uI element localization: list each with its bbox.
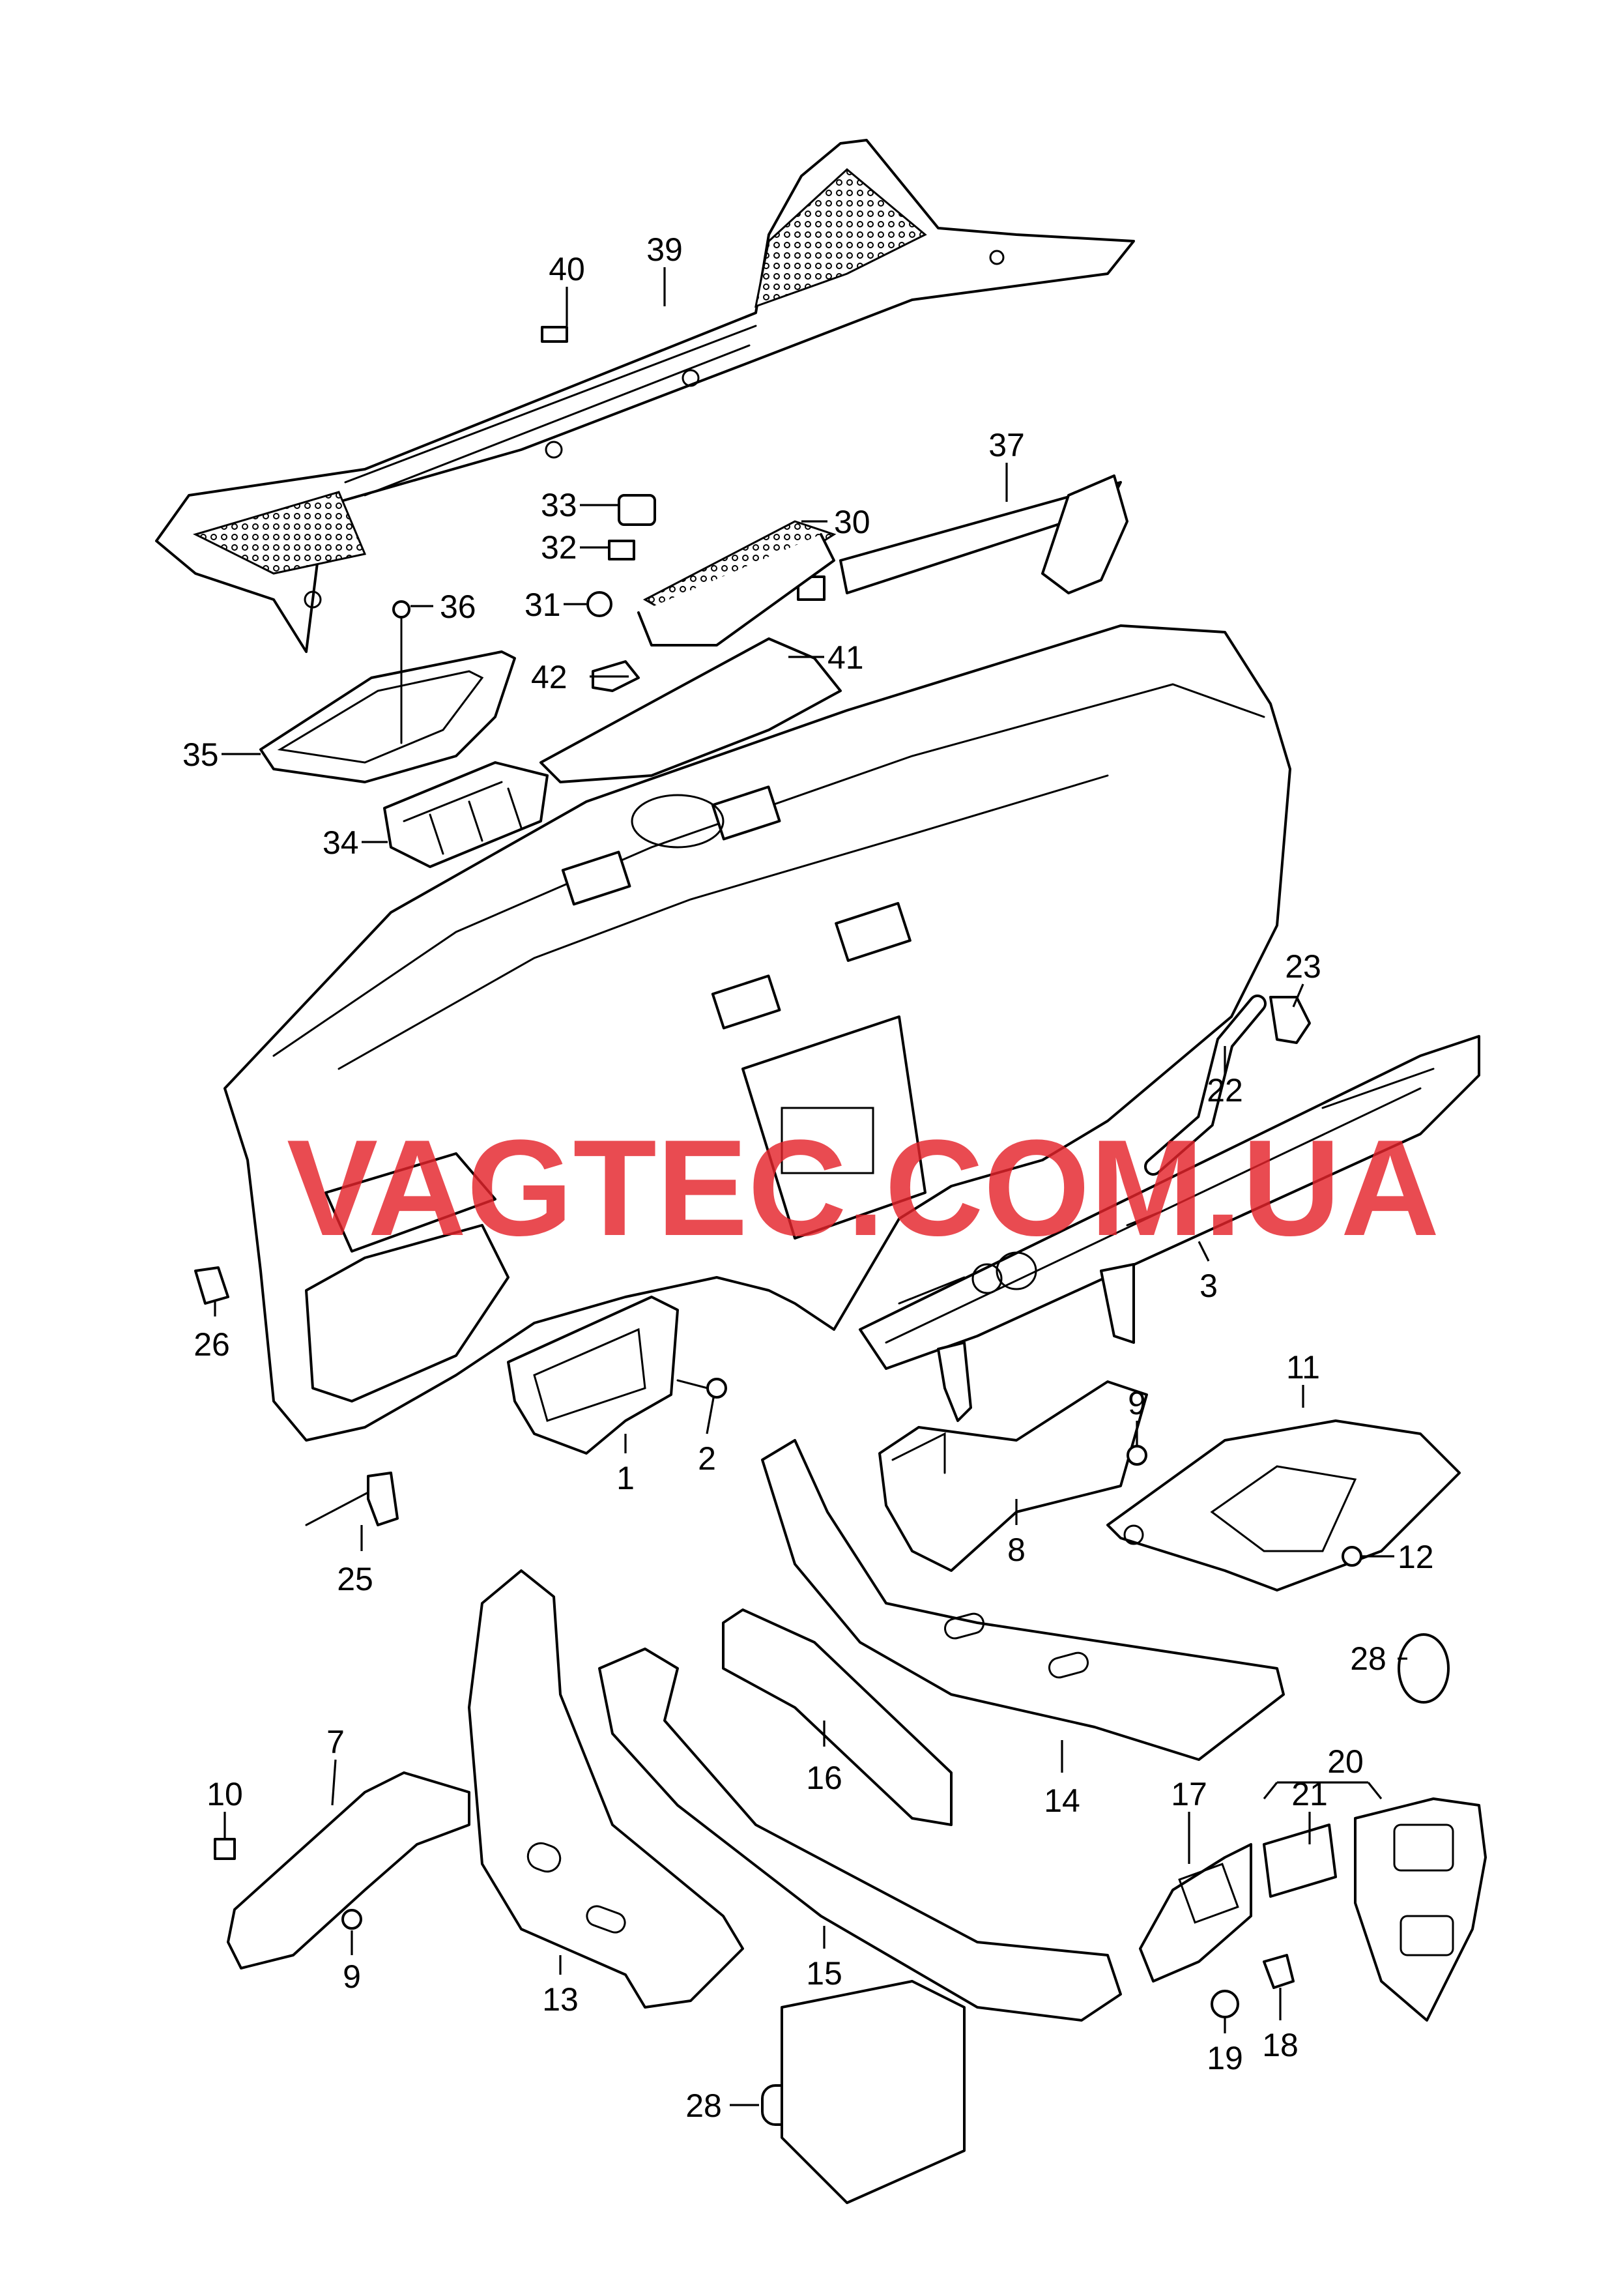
tray-11-part <box>1106 1419 1461 1591</box>
callout-11: 11 <box>1286 1349 1320 1386</box>
air-duct-13-part <box>468 1569 744 2009</box>
nut-31-part <box>586 591 612 617</box>
tunnel-lower-part <box>781 1980 966 2204</box>
callout-36: 36 <box>440 589 476 625</box>
callout-41: 41 <box>827 639 864 676</box>
trim-strip-37-part <box>797 474 1128 601</box>
air-duct-15-part <box>598 1648 1122 2022</box>
callout-3: 3 <box>1199 1268 1218 1304</box>
air-duct-16-part <box>722 1608 953 1826</box>
screw-9a-part <box>1127 1445 1147 1466</box>
callout-10: 10 <box>207 1776 243 1812</box>
callout-28a: 28 <box>1350 1640 1386 1677</box>
callout-40: 40 <box>549 251 585 287</box>
clip-26-part <box>194 1266 229 1305</box>
callout-20: 20 <box>1327 1743 1364 1780</box>
fastener-19-part <box>1211 1990 1239 2018</box>
callout-31: 31 <box>524 587 561 623</box>
fastener-18-part <box>1263 1954 1295 1989</box>
callout-32: 32 <box>541 529 577 566</box>
callout-23: 23 <box>1285 948 1321 985</box>
callout-14: 14 <box>1044 1782 1080 1819</box>
clip-10-part <box>214 1838 236 1860</box>
callout-12: 12 <box>1398 1539 1434 1575</box>
dashboard-panel-part <box>223 624 1291 1442</box>
callout-9a: 9 <box>1128 1385 1146 1421</box>
cover-41-part <box>539 637 842 783</box>
callout-22: 22 <box>1207 1072 1243 1109</box>
callout-33: 33 <box>541 487 577 523</box>
callout-7: 7 <box>326 1724 345 1760</box>
callout-8: 8 <box>1007 1532 1026 1568</box>
plenum-panel-cover-part <box>155 139 1135 653</box>
leader-lines <box>214 267 1407 2106</box>
callout-34: 34 <box>323 824 359 861</box>
air-duct-14-part <box>761 1439 1285 1761</box>
callout-35: 35 <box>182 736 219 773</box>
callout-13: 13 <box>542 1981 579 2018</box>
rear-vent-21-part <box>1263 1824 1337 1898</box>
watermark-text: VAGTEC.COM.UA <box>287 1111 1439 1264</box>
rear-bezel-20-part <box>1354 1797 1487 2022</box>
callout-17: 17 <box>1171 1776 1207 1812</box>
callout-16: 16 <box>806 1760 842 1796</box>
hose-22-part <box>1144 995 1267 1176</box>
vent-34-part <box>383 761 549 868</box>
clip-33-part <box>618 494 656 526</box>
screw-2-part <box>676 1378 727 1399</box>
screw-36-part <box>392 600 410 744</box>
callout-1: 1 <box>616 1460 635 1496</box>
callout-2: 2 <box>698 1440 716 1477</box>
part-25 <box>305 1472 399 1526</box>
connector-23-part <box>1269 996 1311 1044</box>
callout-19: 19 <box>1207 2040 1243 2076</box>
callout-30: 30 <box>834 504 870 540</box>
fastener-12-part <box>1342 1546 1362 1567</box>
callout-21: 21 <box>1291 1776 1328 1812</box>
callout-9b: 9 <box>343 1958 361 1995</box>
centre-vent-strip-3-part <box>859 1035 1480 1422</box>
grille-30-part <box>637 520 837 647</box>
screw-9b-part <box>341 1909 362 1930</box>
vent-1-part <box>507 1296 679 1455</box>
callout-26: 26 <box>194 1326 230 1363</box>
callout-15: 15 <box>806 1955 842 1992</box>
callout-39: 39 <box>646 231 683 268</box>
callout-28b: 28 <box>685 2087 722 2124</box>
rear-duct-17-part <box>1139 1843 1252 1983</box>
air-duct-8-part <box>878 1380 1148 1572</box>
callout-37: 37 <box>988 427 1025 463</box>
clip-32-part <box>608 540 635 560</box>
callout-labels: 40 39 37 33 30 32 31 36 41 42 35 34 23 2… <box>182 231 1434 2124</box>
air-duct-7-part <box>227 1771 470 1969</box>
callout-25: 25 <box>337 1561 373 1597</box>
callout-18: 18 <box>1262 2027 1299 2063</box>
callout-42: 42 <box>531 659 567 695</box>
clip-40-part <box>541 326 568 343</box>
cover-28a-part <box>1398 1633 1450 1704</box>
vent-housing-35-part <box>259 650 516 783</box>
